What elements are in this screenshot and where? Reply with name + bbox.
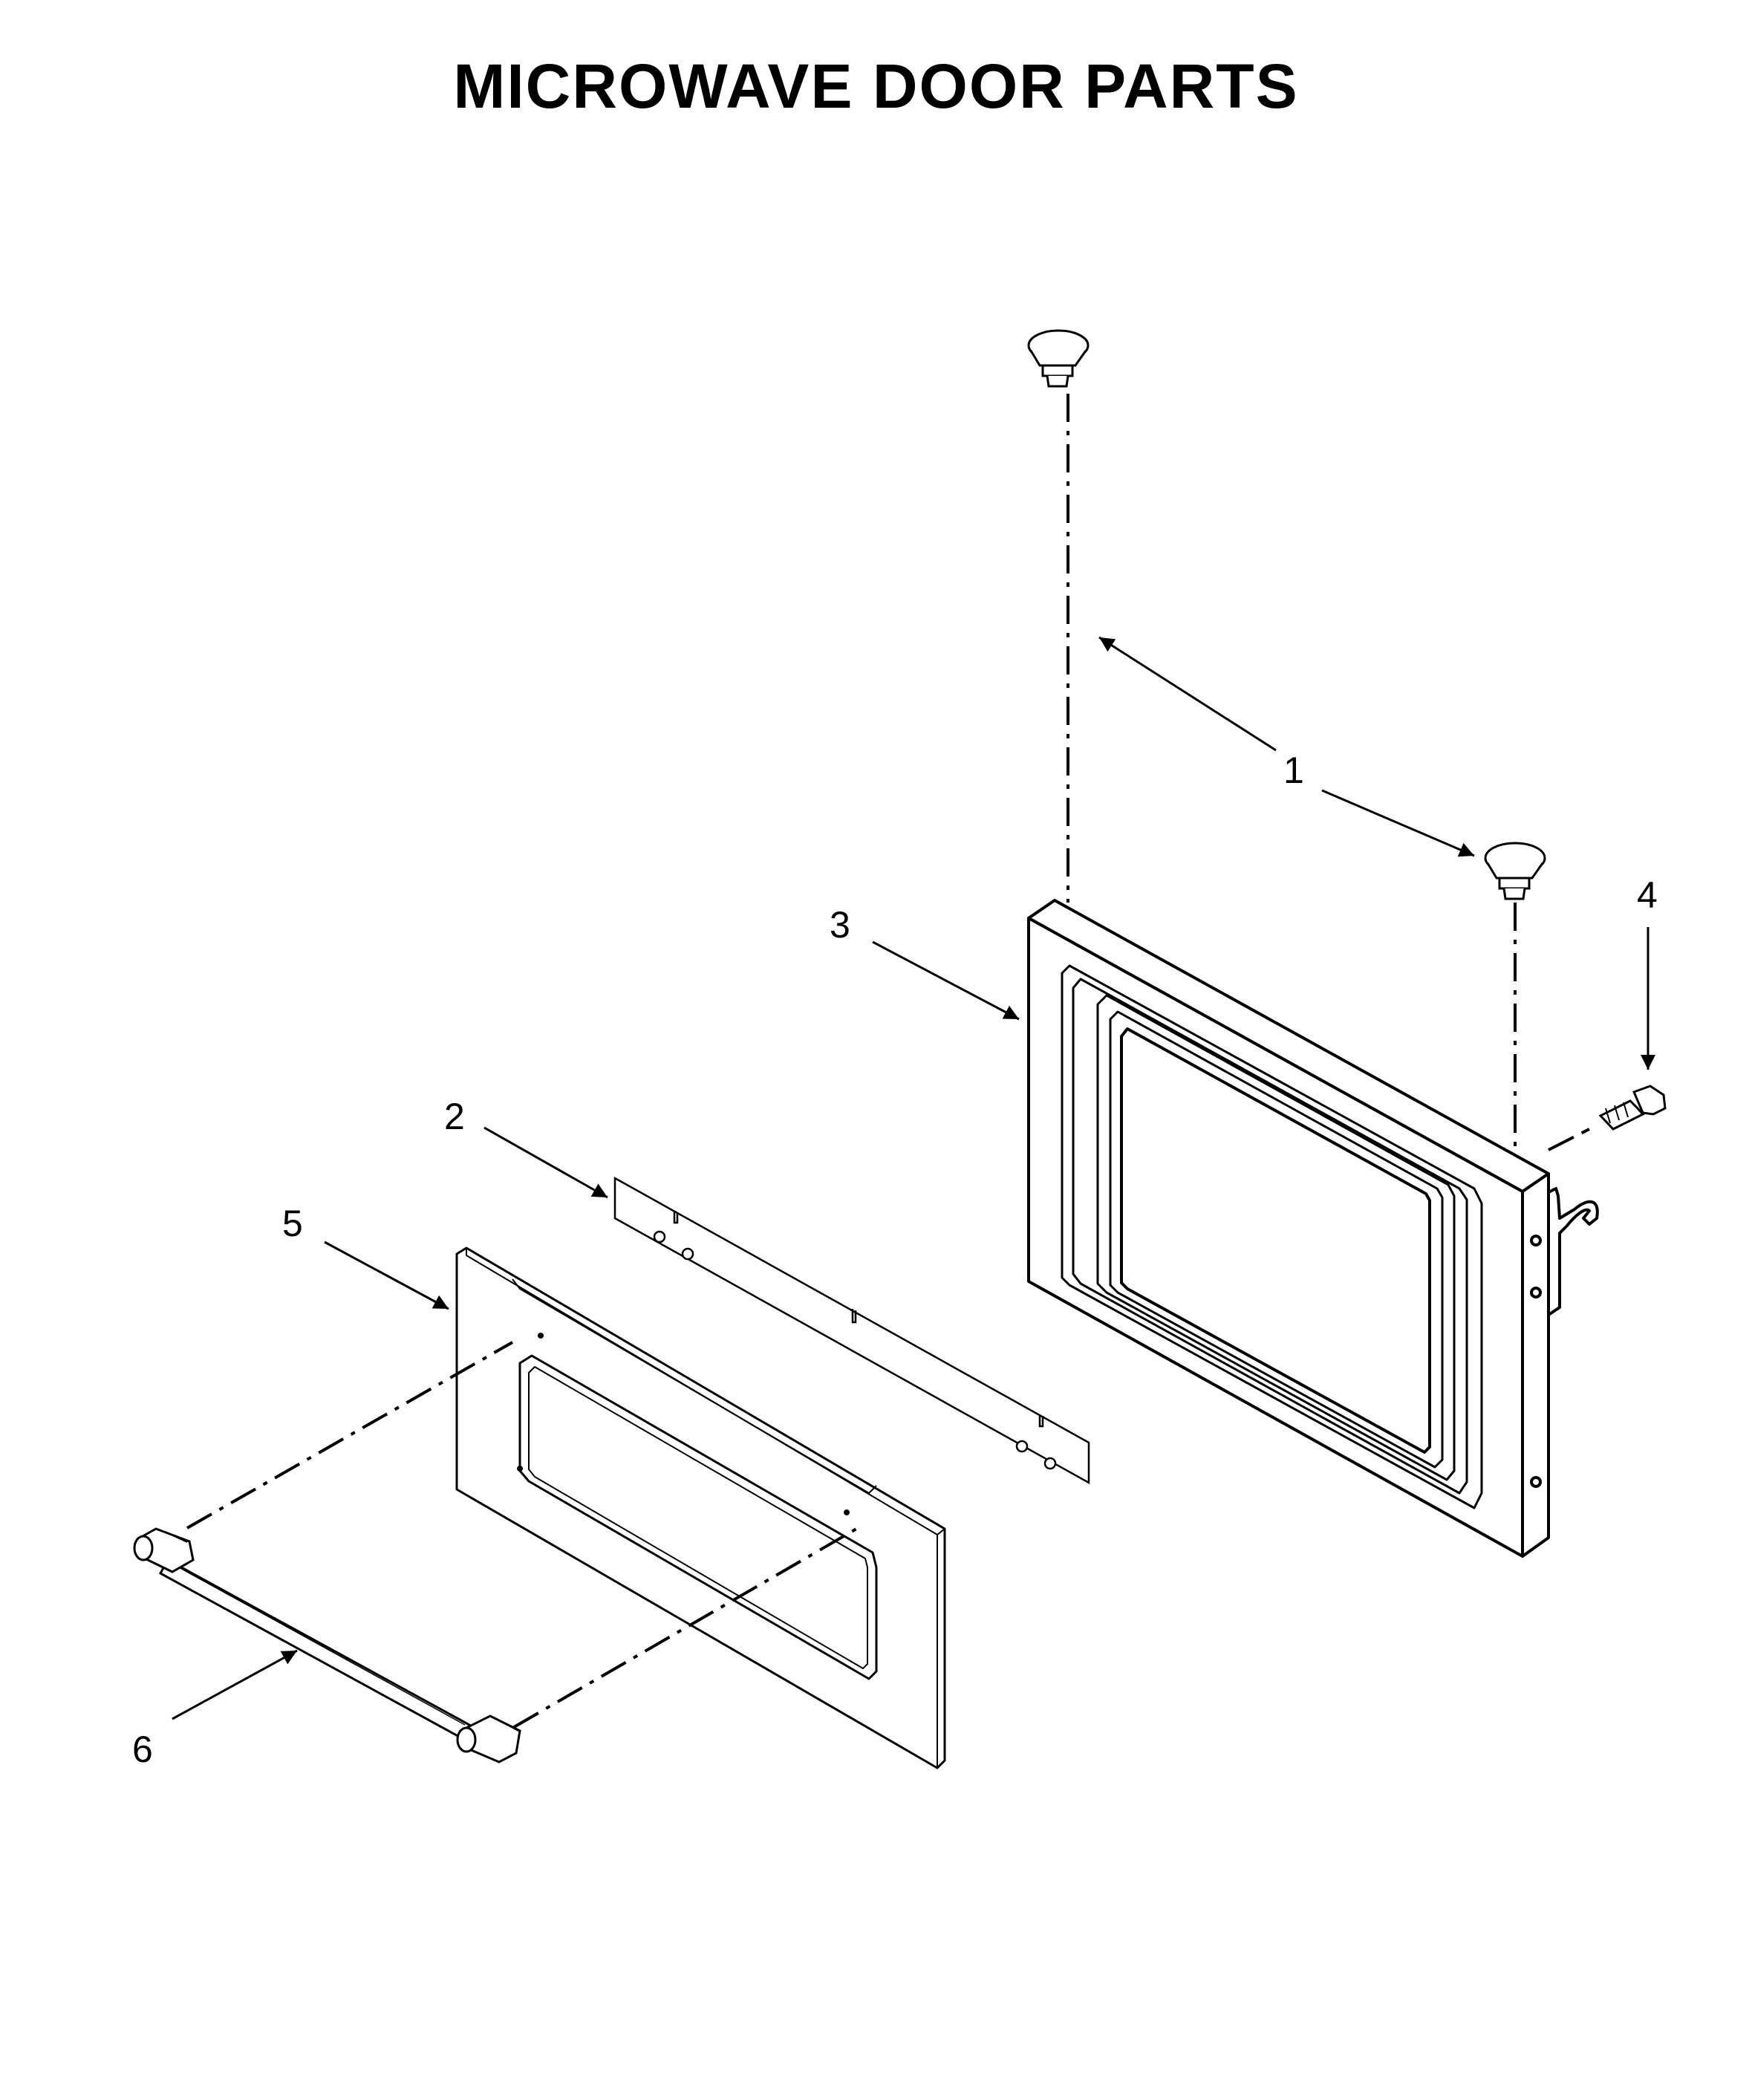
callout-6: 6 xyxy=(132,1729,153,1770)
leader-1-upper xyxy=(1098,636,1277,752)
part-6-handle xyxy=(133,1527,521,1763)
part-5-door-panel xyxy=(455,1246,946,1769)
callout-3: 3 xyxy=(830,904,850,946)
part-3-door-frame xyxy=(1027,899,1599,1558)
handle-guide-lines xyxy=(186,1341,864,1729)
leader-5 xyxy=(324,1241,449,1310)
callout-2: 2 xyxy=(444,1096,465,1137)
diagram-title: MICROWAVE DOOR PARTS xyxy=(453,51,1299,121)
leader-lines xyxy=(172,636,1655,1720)
part-2-strip xyxy=(613,1176,1090,1485)
plug-guide-lines xyxy=(1066,394,1517,1163)
part-1-plug-upper xyxy=(1027,329,1090,388)
part-4-screw xyxy=(1548,1085,1667,1151)
callout-1: 1 xyxy=(1283,750,1304,791)
leader-1-lower xyxy=(1321,789,1475,857)
callout-5: 5 xyxy=(282,1203,303,1244)
leader-2 xyxy=(483,1126,608,1199)
leader-3 xyxy=(872,940,1020,1021)
part-1-plug-lower xyxy=(1484,842,1546,900)
callout-4: 4 xyxy=(1637,874,1658,916)
leader-6 xyxy=(172,1649,298,1720)
